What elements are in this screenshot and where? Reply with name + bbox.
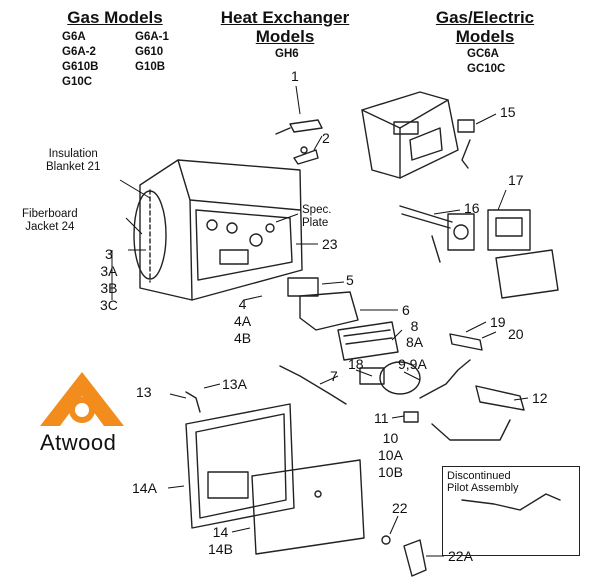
callout-11: 11 [374,410,389,426]
callout-17: 17 [508,172,524,188]
discontinued-pilot-box: Discontinued Pilot Assembly [442,466,580,556]
callout-18: 18 [348,356,364,372]
control-housing [361,91,475,179]
inner-door [185,403,295,529]
gas-model-col1: G6A G6A-2 G610B G10C [62,31,99,88]
gas-model-col2: G6A-1 G610 G10B [135,31,169,73]
burner-part [299,291,359,331]
callout-22a: 22A [448,548,473,564]
switch-parts [275,119,323,165]
heat-exchanger-box [133,159,303,301]
block-part [287,277,319,297]
gas-valve [337,321,421,395]
atwood-logo-mark [40,372,124,426]
pilot-box-title: Discontinued Pilot Assembly [447,470,519,494]
callout-5: 5 [346,272,354,288]
small-fitting [449,333,483,351]
spec-plate-label: Spec.Plate [302,204,332,229]
elbow-13 [185,391,201,413]
gas-electric-header: Gas/Electric Models [435,8,535,46]
screw-22 [381,535,391,545]
callout-13: 13 [136,384,152,400]
heating-element [399,205,475,263]
fitting-11 [403,411,419,423]
heat-exchanger-header: Heat Exchanger Models [220,8,350,46]
callout-20: 20 [508,326,524,342]
callout-7: 7 [330,368,338,384]
callout-23: 23 [322,236,338,252]
callout-12: 12 [532,390,548,406]
callout-15: 15 [500,104,516,120]
callout-19: 19 [490,314,506,330]
callout-9-9a: 9,9A [398,356,427,372]
pilot-assembly [431,385,525,441]
gas-models-header: Gas Models [67,8,163,27]
thermocouple [419,359,471,399]
callout-13a: 13A [222,376,247,392]
callout-22: 22 [392,500,408,516]
clip-22a [403,539,427,577]
gaselec-model-list: GC6A GC10C [467,48,506,75]
leader-lines [111,85,529,557]
callout-2: 2 [322,130,330,146]
atwood-logo-text: Atwood [40,430,117,455]
callout-1: 1 [291,68,299,84]
gas-tube [279,365,347,405]
heat-model-list: GH6 [275,48,299,60]
element-bracket [487,209,559,299]
callout-6: 6 [402,302,410,318]
callout-14a: 14A [132,480,157,496]
pilot-part [461,493,561,511]
outer-door [251,459,365,555]
callout-16: 16 [464,200,480,216]
